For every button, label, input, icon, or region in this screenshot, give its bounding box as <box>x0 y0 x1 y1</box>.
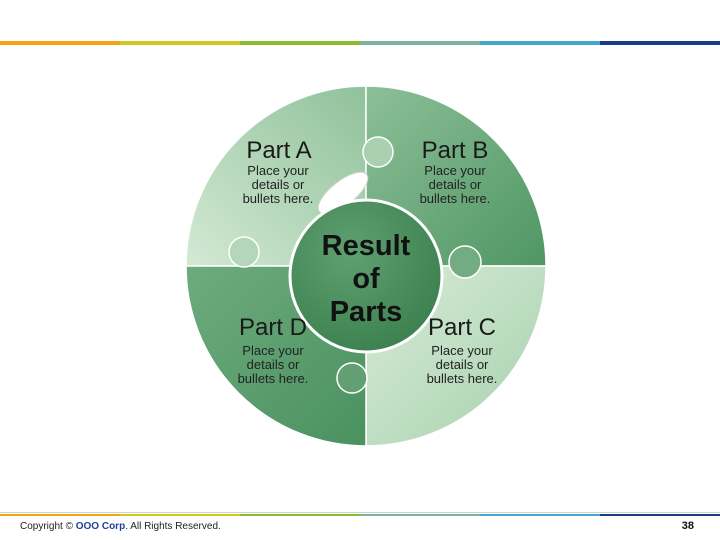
puzzle-tab-right <box>448 245 482 279</box>
part-a-title: Part A <box>246 137 311 164</box>
puzzle-tab-bottom <box>336 362 368 394</box>
bottom-segment-teal <box>360 514 480 516</box>
part-b-body-line-1: Place your <box>424 163 486 178</box>
part-a-body-line-2: details or <box>252 177 305 192</box>
part-b-body-line-3: bullets here. <box>420 191 491 206</box>
accent-segment-teal <box>360 41 480 45</box>
bottom-segment-orange <box>0 514 120 516</box>
part-a-body-line-1: Place your <box>247 163 309 178</box>
page-number: 38 <box>681 520 694 532</box>
part-c-body-line-3: bullets here. <box>427 371 498 386</box>
accent-segment-blue <box>480 41 600 45</box>
center-text-line-2: of <box>352 263 380 295</box>
accent-segment-green <box>240 41 360 45</box>
part-c-title: Part C <box>428 314 496 341</box>
center-circle <box>288 198 444 354</box>
part-b-body-line-2: details or <box>429 177 482 192</box>
copyright-suffix: . All Rights Reserved. <box>125 521 221 532</box>
bottom-segment-navy <box>600 514 720 516</box>
bottom-segment-blue <box>480 514 600 516</box>
bottom-segment-yellow <box>120 514 240 516</box>
puzzle-tab-left <box>228 236 260 268</box>
copyright-prefix: Copyright © <box>20 521 76 532</box>
copyright-notice: Copyright © OOO Corp. All Rights Reserve… <box>20 521 221 532</box>
accent-segment-navy <box>600 41 720 45</box>
part-d-title: Part D <box>239 314 307 341</box>
center-text-line-1: Result <box>322 230 411 262</box>
part-b-title: Part B <box>422 137 489 164</box>
part-c-body-line-1: Place your <box>431 343 493 358</box>
part-a-body-line-3: bullets here. <box>243 191 314 206</box>
bottom-accent-bar <box>0 514 720 516</box>
company-name: OOO Corp <box>75 521 126 532</box>
footer-divider <box>0 512 720 513</box>
part-d-body-line-2: details or <box>247 357 300 372</box>
bottom-segment-green <box>240 514 360 516</box>
top-accent-bar <box>0 41 720 45</box>
puzzle-tab-top <box>362 136 394 168</box>
part-d-body-line-1: Place your <box>242 343 304 358</box>
part-d-body-line-3: bullets here. <box>238 371 309 386</box>
center-text-line-3: Parts <box>330 296 403 328</box>
accent-segment-orange <box>0 41 120 45</box>
part-c-body-line-2: details or <box>436 357 489 372</box>
accent-segment-yellow <box>120 41 240 45</box>
